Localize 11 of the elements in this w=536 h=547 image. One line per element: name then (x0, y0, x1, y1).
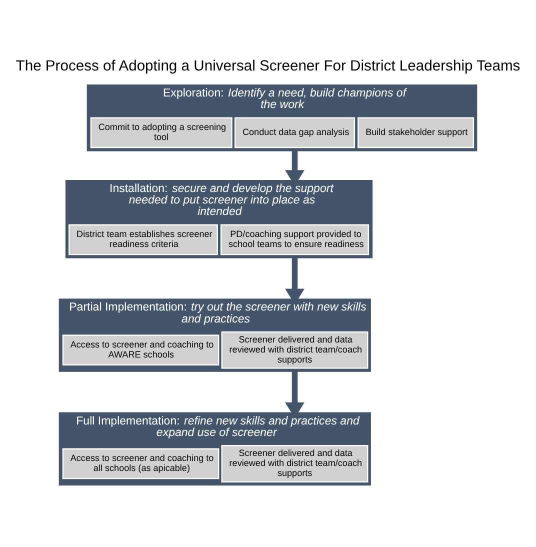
node-box: Screener delivered and data reviewed with district team/coach supports (221, 444, 368, 482)
node-box: PD/coaching support provided to school teams to ensure readiness (220, 224, 370, 256)
diagram-title: The Process of Adopting a Universal Screener For District Leadership Teams (16, 58, 520, 74)
node-box: District team establishes screener readiness criteria (68, 224, 218, 256)
node-box: Build stakeholder support (358, 117, 474, 148)
node-box: Access to screener and coaching to all schools (as apicable) (62, 448, 220, 480)
arrow (285, 258, 304, 305)
node-box: Commit to adopting a screening tool (90, 117, 232, 148)
node-box: Access to screener and coaching to AWARE schools (62, 334, 220, 366)
node-box: Screener delivered and data reviewed with district team/coach supports (221, 331, 368, 369)
node-box: Conduct data gap analysis (234, 117, 356, 148)
